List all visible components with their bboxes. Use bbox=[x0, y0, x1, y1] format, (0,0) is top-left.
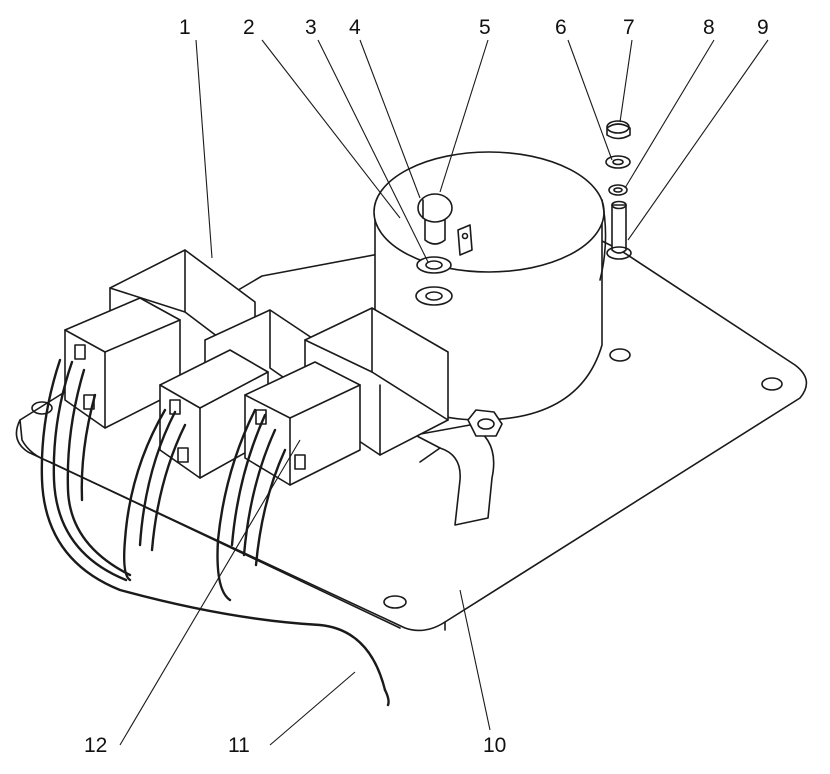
wire-harness bbox=[40, 358, 390, 707]
indicator-bulb bbox=[417, 193, 473, 256]
callout-7: 7 bbox=[623, 16, 635, 39]
callout-10: 10 bbox=[483, 734, 506, 757]
callout-8: 8 bbox=[703, 16, 715, 39]
callout-9: 9 bbox=[757, 16, 769, 39]
callout-2: 2 bbox=[243, 16, 255, 39]
callout-1: 1 bbox=[179, 16, 191, 39]
callout-5: 5 bbox=[479, 16, 491, 39]
callout-3: 3 bbox=[305, 16, 317, 39]
callout-6: 6 bbox=[555, 16, 567, 39]
stud-hardware bbox=[605, 120, 632, 260]
callout-labels: 1 2 3 4 5 6 7 8 9 10 11 12 bbox=[84, 16, 769, 757]
base-nut bbox=[467, 409, 503, 437]
callout-4: 4 bbox=[349, 16, 361, 39]
callout-11: 11 bbox=[228, 734, 250, 757]
washers-left bbox=[415, 256, 453, 306]
leader-lines bbox=[119, 39, 769, 746]
callout-12: 12 bbox=[84, 734, 107, 757]
